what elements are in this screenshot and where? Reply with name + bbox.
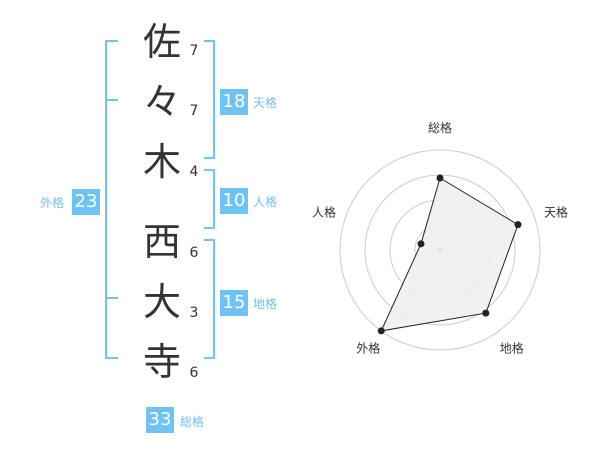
radar-point <box>436 174 444 182</box>
stroke-count: 6 <box>189 365 199 381</box>
tenkaku-bracket <box>204 40 215 159</box>
stroke-count: 4 <box>189 164 199 180</box>
radar-polygon <box>380 177 519 332</box>
stroke-count: 7 <box>189 43 199 59</box>
tenkaku-value: 18 <box>220 89 248 115</box>
gaikaku-label: 外格 <box>40 196 65 210</box>
soukaku-label: 総格 <box>180 415 205 429</box>
name-char: 佐 <box>142 20 181 64</box>
radar-axis-label: 地格 <box>500 341 524 356</box>
jinkaku-label: 人格 <box>253 195 278 209</box>
soukaku-value: 33 <box>146 407 174 433</box>
stroke-count: 6 <box>189 245 199 261</box>
tenkaku-label: 天格 <box>253 96 278 110</box>
gaikaku-value: 23 <box>72 189 100 215</box>
jinkaku-value: 10 <box>220 188 248 214</box>
chikaku-label: 地格 <box>253 297 278 311</box>
name-char: 々 <box>142 80 181 124</box>
radar-axis-label: 総格 <box>428 120 452 135</box>
name-char: 木 <box>142 140 181 184</box>
stroke-count: 7 <box>189 103 199 119</box>
radar-point <box>482 309 490 317</box>
radar-axis-label: 天格 <box>544 204 568 219</box>
stroke-count: 3 <box>189 305 199 321</box>
chikaku-value: 15 <box>220 290 248 316</box>
radar-point <box>377 327 385 335</box>
radar-point <box>514 221 522 229</box>
jinkaku-bracket <box>204 169 215 229</box>
radar-point <box>417 240 425 248</box>
gaikaku-bracket <box>105 40 118 359</box>
name-char: 大 <box>142 280 181 324</box>
radar-axis-label: 外格 <box>356 341 380 356</box>
name-char: 西 <box>142 220 181 264</box>
name-char: 寺 <box>142 340 181 384</box>
radar-axis-label: 人格 <box>312 204 336 219</box>
chikaku-bracket <box>204 239 215 359</box>
radar-ring <box>339 149 541 351</box>
